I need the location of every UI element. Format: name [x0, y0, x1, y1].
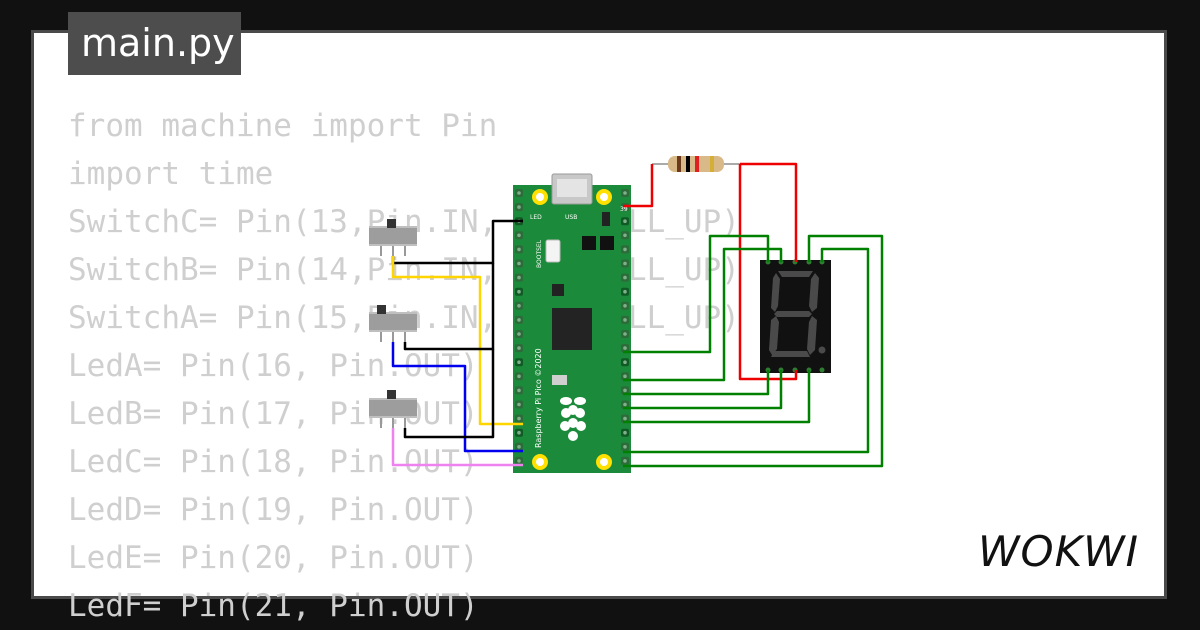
code-line-1: from machine import Pin [68, 108, 498, 144]
pico-pin-hole [623, 388, 627, 393]
crystal-chip [552, 284, 564, 296]
wire-green-1 [623, 234, 770, 354]
pico-pin-hole [517, 191, 521, 195]
code-line-9: LedD= Pin(19, Pin.OUT) [68, 492, 479, 528]
silk-board-name: Raspberry Pi Pico ©2020 [534, 348, 543, 448]
wire-red-resistor [623, 164, 654, 208]
raspberry-pi-logo-icon [560, 397, 586, 441]
pico-pin-hole [517, 318, 521, 322]
pico-pin-hole [517, 360, 521, 365]
pico-pin-hole [517, 304, 521, 308]
wire-green-2 [623, 247, 783, 382]
pico-pin-hole [623, 416, 627, 421]
pico-pin-hole [517, 374, 521, 379]
wire-green-5 [623, 370, 811, 424]
segment-a [778, 271, 813, 277]
flash-chip [582, 236, 596, 250]
pico-pin-hole [517, 275, 521, 280]
pico-pin-hole [517, 430, 521, 435]
wire-black-b [403, 263, 495, 351]
pico-pin-headers [515, 189, 629, 465]
wire-blue-b [391, 342, 523, 453]
pico-pin-hole [623, 289, 627, 294]
pico-pin-hole [623, 261, 627, 266]
pico-pin-hole [623, 332, 627, 336]
pico-pin-hole [623, 247, 627, 252]
pico-pin-hole [623, 360, 627, 365]
bootsel-button[interactable] [545, 239, 561, 263]
pico-board[interactable]: LED USB 39 BOOTSEL Raspberry Pi Pico ©20… [513, 173, 631, 473]
seven-segment-display[interactable] [760, 259, 831, 374]
wire-green-3 [623, 370, 770, 396]
slide-switch-b[interactable] [369, 305, 417, 342]
mounting-holes [532, 189, 612, 470]
pico-pin-hole [517, 416, 521, 421]
pico-pin-hole [517, 332, 521, 336]
pico-pin-hole [517, 346, 521, 350]
pico-pin-hole [623, 191, 627, 195]
pico-pin-hole [623, 430, 627, 435]
segment-f [771, 273, 780, 312]
wire-pink-a [391, 428, 523, 467]
pico-pin-hole [517, 247, 521, 252]
segment-g [774, 311, 812, 317]
wire-yellow-c [391, 256, 523, 426]
pico-pin-hole [623, 402, 627, 407]
pico-pin-hole [517, 205, 521, 209]
pico-pin-hole [623, 233, 627, 238]
led-chip [602, 212, 610, 226]
file-tab[interactable]: main.py [68, 12, 241, 75]
decimal-point [818, 346, 826, 354]
pico-pin-hole [623, 304, 627, 308]
slide-switch-a[interactable] [369, 390, 417, 428]
pico-pin-hole [517, 402, 521, 407]
pico-pin-hole [517, 445, 521, 449]
debug-pad [552, 375, 567, 385]
code-line-8: LedC= Pin(18, Pin.OUT) [68, 444, 479, 480]
wire-green-4 [623, 370, 783, 410]
wire-green-6 [623, 247, 870, 454]
resistor[interactable] [652, 156, 740, 172]
pico-pin-hole [623, 445, 627, 449]
usb-connector-icon [551, 173, 593, 205]
slide-switch-c[interactable] [369, 219, 417, 256]
regulator-chip [600, 236, 614, 250]
pico-pin-hole [517, 261, 521, 266]
segment-e [769, 316, 779, 355]
pico-pin-hole [623, 346, 627, 350]
wire-black-a [403, 349, 495, 439]
silk-pin39-label: 39 [620, 206, 628, 213]
silk-led-label: LED [530, 214, 542, 221]
pico-pin-hole [623, 219, 627, 223]
pico-pin-hole [517, 459, 521, 463]
wires [391, 162, 884, 468]
wire-red-display-top [740, 162, 798, 262]
segment-d [771, 351, 810, 357]
silk-bootsel-label: BOOTSEL [536, 239, 543, 268]
pico-pin-hole [623, 459, 627, 463]
wokwi-logo[interactable]: WOKWI [978, 526, 1150, 576]
code-line-10: LedE= Pin(20, Pin.OUT) [68, 540, 479, 576]
code-line-11: LedF= Pin(21, Pin.OUT) [68, 588, 479, 624]
pico-pin-hole [517, 388, 521, 393]
pico-pin-hole [623, 374, 627, 379]
silk-usb-label: USB [565, 214, 577, 221]
pico-pin-hole [517, 233, 521, 238]
pico-pin-hole [623, 275, 627, 280]
rp2040-chip [552, 308, 592, 350]
segment-c [807, 316, 817, 355]
segment-b [809, 273, 819, 312]
digit-segments [769, 271, 819, 357]
pico-pin-hole [517, 289, 521, 294]
wokwi-logo-text: WOKWI [978, 527, 1139, 576]
pico-pin-hole [623, 318, 627, 322]
code-line-2: import time [68, 156, 274, 192]
wire-green-7 [623, 234, 884, 468]
